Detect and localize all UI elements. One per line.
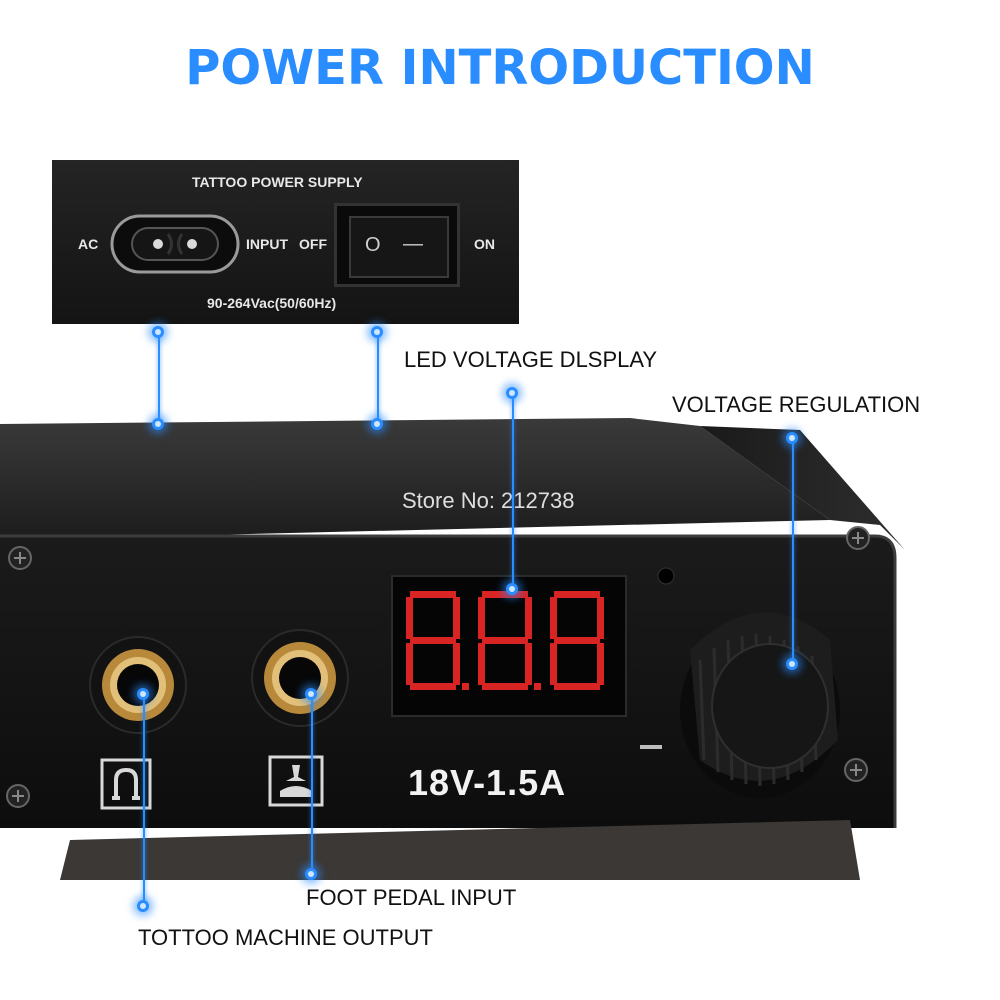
switch-on-symbol: — (403, 233, 423, 255)
callout-dot (137, 688, 149, 700)
on-label: ON (474, 236, 495, 252)
callout-dot (506, 583, 518, 595)
leader-switch (377, 332, 379, 424)
power-switch[interactable]: O — (334, 203, 460, 287)
leader-foot-pedal (311, 694, 313, 874)
voltage-rating: 18V-1.5A (408, 762, 567, 803)
off-label: OFF (299, 236, 327, 252)
page-title: POWER INTRODUCTION (185, 40, 815, 96)
callout-dot (305, 688, 317, 700)
switch-off-symbol: O (365, 234, 381, 256)
inset-heading: TATTOO POWER SUPPLY (192, 174, 363, 190)
input-spec: 90-264Vac(50/60Hz) (207, 295, 337, 311)
input-label: INPUT (246, 236, 288, 252)
label-foot-pedal: FOOT PEDAL INPUT (306, 885, 517, 910)
store-watermark: Store No: 212738 (402, 488, 575, 513)
tattoo-machine-icon (100, 758, 152, 810)
ac-label: AC (78, 236, 99, 252)
label-machine-output: TOTTOO MACHINE OUTPUT (138, 925, 433, 950)
label-led-display: LED VOLTAGE DLSPLAY (404, 347, 658, 372)
label-voltage-regulation: VOLTAGE REGULATION (672, 392, 921, 417)
leader-ac-input (158, 332, 160, 424)
callout-dot (786, 432, 798, 444)
ac-socket-icon (110, 214, 240, 274)
callout-dot (305, 868, 317, 880)
callout-dot (786, 658, 798, 670)
callout-dot (371, 418, 383, 430)
led-voltage-display (406, 591, 604, 690)
callout-dot (506, 387, 518, 399)
leader-machine-output (143, 694, 145, 906)
callout-dot (152, 326, 164, 338)
back-panel-inset: TATTOO POWER SUPPLY AC INPUT OFF O — ON … (52, 160, 519, 324)
foot-pedal-icon (268, 755, 324, 807)
leader-led-display (512, 393, 514, 589)
callout-dot (152, 418, 164, 430)
callout-dot (137, 900, 149, 912)
callout-dot (371, 326, 383, 338)
leader-voltage-regulation (792, 438, 794, 664)
power-supply-body (0, 418, 905, 880)
